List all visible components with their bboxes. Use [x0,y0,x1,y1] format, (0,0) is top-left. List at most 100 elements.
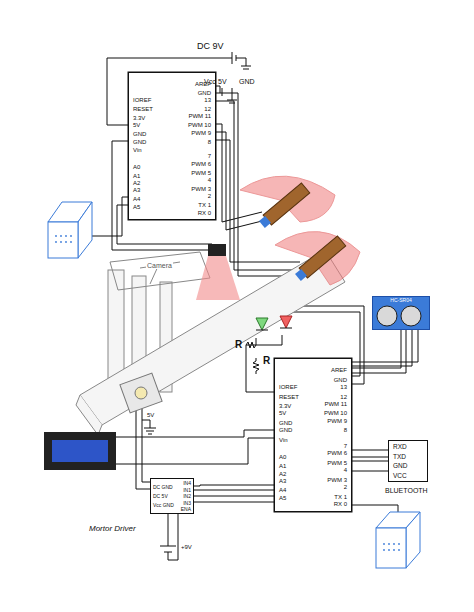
pin-label: RESET [133,106,153,112]
pin-label: A2 [133,180,140,186]
pin-label: A4 [133,196,140,202]
pin-label: GND [133,139,146,145]
supply-label: 5V [146,412,155,418]
ground-label: GND [238,78,256,85]
camera-label: Camera [146,262,173,269]
pin-label: PWM 11 [324,401,347,407]
pin-label: PWM 5 [191,170,211,176]
pin-label: IOREF [279,384,297,390]
part-label: HC-SR04 [373,298,429,303]
resistor-symbol [246,342,256,348]
pin-label: PWM 3 [327,477,347,483]
conveyor [76,250,345,435]
pin-label: 3.3V [133,115,145,121]
pin-label: Vin [279,437,288,443]
pin-label: IN2 [183,494,191,499]
pin-label: AREF [331,367,347,373]
pin-label: GND [334,377,347,383]
pin-label: 4 [208,177,211,183]
pin-label: 8 [208,139,211,145]
pin-label: 4 [344,467,347,473]
pin-label: A4 [279,487,286,493]
module-title: BLUETOOTH [385,487,428,494]
pin-label: GND [279,427,292,433]
ultrasonic-sensor: HC-SR04 [372,296,430,330]
supply-label: +9V [180,544,193,550]
pin-label: VCC [393,473,407,480]
lcd-screen [52,440,108,462]
pin-label: A3 [279,478,286,484]
servo-sweep [275,232,360,285]
pin-label: TX 1 [334,494,347,500]
module-dots [55,235,400,551]
pin-label: RX 0 [198,210,211,216]
pin-label: IOREF [133,97,151,103]
pin-label: A5 [133,204,140,210]
pin-label: 13 [204,97,211,103]
conveyor-motor [120,373,162,413]
arduino-board [128,72,216,220]
pin-label: 5V [133,122,140,128]
pin-label: PWM 9 [191,130,211,136]
supply-label: Vcc [203,78,217,85]
pin-label: Vcc GND [153,503,174,508]
sensor-eye [401,306,421,326]
pin-label: A3 [133,187,140,193]
module-title: Mortor Driver [89,525,136,533]
supply-label: 5V [217,78,228,85]
pin-label: PWM 6 [327,450,347,456]
bluetooth-module: RXDTXDGNDVCCBLUETOOTH [388,440,428,482]
resistor-label: R [234,340,243,350]
arduino-board: IOREFRESET3.3V5VGNDGNDVinA0A1A2A3A4A5ARE… [128,72,216,220]
pin-label: RXD [393,444,407,451]
pin-label: 2 [344,484,347,490]
pin-label: A0 [133,164,140,170]
wire-connector [352,461,388,462]
resistor-label: R [262,356,271,366]
pin-label: PWM 6 [191,161,211,167]
pin-label: A2 [279,471,286,477]
pin-label: DC 5V [153,494,168,499]
pin-label: 2 [208,193,211,199]
servo-motor [294,236,346,283]
pin-label: GND [393,463,407,470]
pin-label: IN1 [183,488,191,493]
ir-sensor [208,244,226,256]
wire-connector [352,330,401,368]
supply-label: DC 9V [196,42,225,51]
pin-label: PWM 5 [327,460,347,466]
pin-label: GND [279,420,292,426]
pin-label: IN4 [183,481,191,486]
pin-label: A5 [279,495,286,501]
pin-label: PWM 10 [324,410,347,416]
motor-driver: DC GNDDC 5VVcc GNDIN4IN1IN2IN3ENAMortor … [150,478,194,514]
pin-label: GND [198,90,211,96]
pin-label: 7 [208,153,211,159]
pin-label: 5V [279,410,286,416]
pin-label: A0 [279,454,286,460]
pin-label: 7 [344,443,347,449]
pin-label: DC GND [153,485,173,490]
pin-label: ENA [181,507,191,512]
pin-label: IN3 [183,501,191,506]
pin-label: RX 0 [334,501,347,507]
module-cube [48,202,420,568]
led [256,316,292,330]
pin-label: RESET [279,394,299,400]
lcd-display [44,432,116,470]
arduino-board: IOREFRESET3.3V5VGNDGNDVinA0A1A2A3A4A5ARE… [274,358,352,512]
pin-label: A1 [279,463,286,469]
pin-label: TXD [393,454,406,461]
pin-label: 12 [340,394,347,400]
pin-label: PWM 3 [191,186,211,192]
pin-label: TX 1 [198,202,211,208]
resistor-symbol [253,358,259,374]
pin-label: Vin [133,147,142,153]
pin-label: PWM 11 [188,113,211,119]
pin-label: 13 [340,384,347,390]
arduino-board [274,358,352,512]
pin-label: 3.3V [279,403,291,409]
wire-connector [194,496,274,497]
pin-label: A1 [133,173,140,179]
pin-label: PWM 10 [188,122,211,128]
